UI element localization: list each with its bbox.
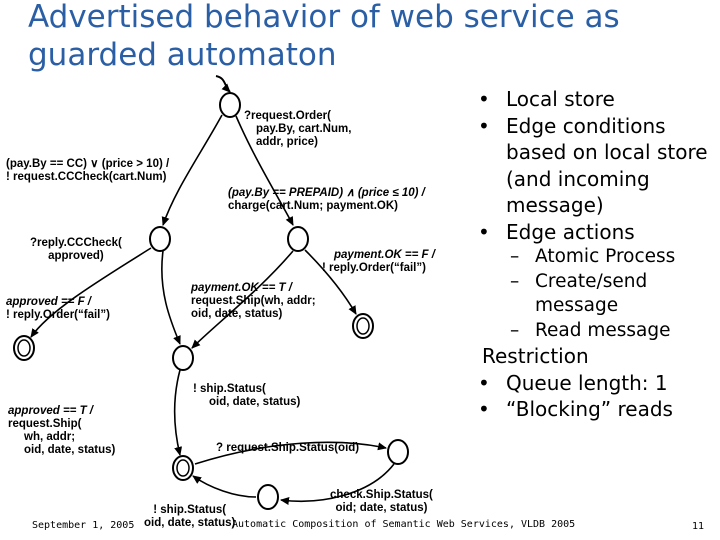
label-request-ship-status: ? request.Ship.Status(oid) (216, 442, 360, 454)
dash-icon: – (510, 319, 520, 341)
sub-bullet-create-send: – Create/send message (510, 270, 648, 317)
label-ship-status-bottom: ! ship.Status( oid, date, status) (144, 504, 236, 529)
edge-query-to-check (280, 463, 395, 505)
edge-cccheck-to-fail (30, 247, 152, 338)
label-approved-true: approved == T / request.Ship( wh, addr; … (8, 405, 116, 456)
restriction-heading: Restriction (482, 344, 589, 368)
bullet-blocking-reads: • “Blocking” reads (478, 397, 673, 421)
state-charged (287, 226, 309, 252)
edge-initial-to-charged (235, 115, 294, 226)
bullet-dot-icon: • (478, 397, 490, 421)
bullet-edge-actions: • Edge actions (478, 219, 635, 244)
footer-page-number: 11 (692, 521, 705, 532)
edge-final-to-query (194, 441, 387, 465)
edge-charged-to-fail (304, 249, 357, 315)
bullet-queue-length: • Queue length: 1 (478, 370, 668, 395)
state-shipping (172, 345, 194, 371)
bullet-dot-icon: • (478, 87, 490, 111)
dash-icon: – (510, 246, 520, 267)
slide-title: Advertised behavior of web service as gu… (28, 0, 718, 74)
bullet-dot-icon: • (478, 113, 490, 138)
label-ship-status: ! ship.Status( oid, date, status) (193, 383, 301, 408)
edge-charged-to-shipping (191, 250, 294, 349)
footer-citation: Automatic Composition of Semantic Web Se… (232, 519, 576, 530)
state-cccheck-wait (149, 226, 171, 252)
state-final-inner (176, 459, 190, 477)
edge-shipping-to-final (173, 369, 183, 456)
bullet-dot-icon: • (478, 370, 490, 395)
slide-title-line-1: Advertised behavior of web service as (28, 0, 620, 35)
state-fail-left (13, 335, 35, 361)
bullet-local-store: • Local store (478, 87, 615, 111)
sub-bullet-read-message: – Read message (470, 319, 720, 344)
bullet-dot-icon: • (478, 219, 490, 244)
state-final (172, 455, 194, 481)
edge-check-to-final (192, 475, 257, 498)
bullet-edge-conditions: • Edge conditions based on local store (… (478, 113, 708, 218)
label-approved-false: approved == F / ! reply.Order(“fail”) (6, 296, 110, 321)
dash-icon: – (510, 270, 520, 292)
footer-date: September 1, 2005 (32, 520, 135, 531)
label-guard-cc: (pay.By == CC) ∨ (price > 10) / ! reques… (6, 158, 170, 183)
label-request-order: ?request.Order( pay.By, cart.Num, addr, … (244, 110, 352, 148)
bullet-panel: • Local store • Edge conditions based on… (470, 86, 720, 423)
label-guard-prepaid: (pay.By == PREPAID) ∧ (price ≤ 10) / cha… (228, 187, 425, 212)
sub-bullet-atomic-process: – Atomic Process (470, 245, 720, 270)
state-fail-right (352, 313, 374, 339)
label-payment-false: payment.OK == F / ! reply.Order(“fail”) (322, 249, 435, 274)
state-initial (219, 92, 241, 118)
label-check-ship-status: check.Ship.Status( oid; date, status) (330, 489, 433, 514)
state-query (387, 439, 409, 465)
state-check (257, 484, 279, 510)
initial-arrow (215, 75, 231, 93)
label-payment-true: payment.OK == T / request.Ship(wh, addr;… (191, 282, 316, 320)
state-fail-right-inner (356, 317, 370, 335)
edge-cccheck-to-shipping (161, 250, 181, 345)
edge-initial-to-cccheck (161, 114, 223, 226)
state-fail-left-inner (17, 339, 31, 357)
slide-title-line-2: guarded automaton (28, 37, 337, 73)
label-reply-cccheck: ?reply.CCCheck( approved) (30, 237, 122, 262)
